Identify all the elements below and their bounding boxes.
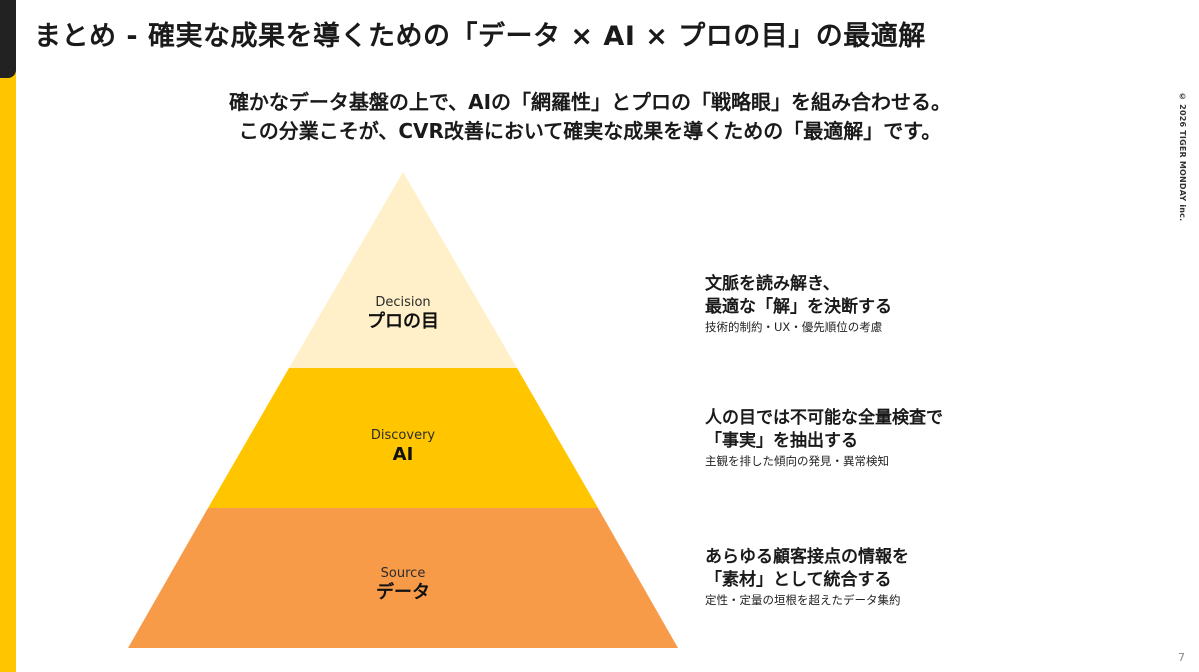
description-main-line: 人の目では不可能な全量検査で	[705, 408, 943, 428]
accent-bar-cap	[0, 0, 16, 78]
tier-jp-label: AI	[392, 444, 414, 465]
description-main-line: 「事実」を抽出する	[705, 431, 858, 451]
tier-label-source: Source データ	[303, 566, 503, 604]
copyright: © 2026 TIGER MONDAY inc.	[1178, 92, 1187, 222]
tier-description-discovery: 人の目では不可能な全量検査で 「事実」を抽出する 主観を排した傾向の発見・異常検…	[705, 407, 943, 469]
slide-title: まとめ - 確実な成果を導くための「データ × AI × プロの目」の最適解	[34, 21, 926, 52]
description-main-line: 最適な「解」を決断する	[705, 297, 892, 317]
tier-en-label: Decision	[375, 295, 431, 310]
page-number: 7	[1178, 651, 1185, 664]
tier-en-label: Discovery	[370, 428, 436, 443]
description-main-line: あらゆる顧客接点の情報を	[705, 547, 909, 567]
tier-description-decision: 文脈を読み解き、 最適な「解」を決断する 技術的制約・UX・優先順位の考慮	[705, 273, 892, 335]
description-main-line: 「素材」として統合する	[705, 570, 892, 590]
lead-line-1: 確かなデータ基盤の上で、AIの「網羅性」とプロの「戦略眼」を組み合わせる。	[228, 90, 952, 114]
tier-description-source: あらゆる顧客接点の情報を 「素材」として統合する 定性・定量の垣根を超えたデータ…	[705, 546, 909, 608]
description-main-line: 文脈を読み解き、	[705, 274, 840, 294]
pyramid-tier-discovery	[208, 368, 598, 508]
description-sub-line: 定性・定量の垣根を超えたデータ集約	[705, 593, 901, 607]
tier-label-discovery: Discovery AI	[303, 428, 503, 466]
pyramid-tier-source	[128, 508, 678, 648]
tier-jp-label: プロの目	[367, 311, 439, 332]
lead-line-2: この分業こそが、CVR改善において確実な成果を導くための「最適解」です。	[238, 119, 942, 143]
tier-en-label: Source	[380, 566, 426, 581]
description-sub-line: 主観を排した傾向の発見・異常検知	[705, 454, 889, 468]
accent-bar	[0, 0, 16, 672]
description-sub-line: 技術的制約・UX・優先順位の考慮	[705, 320, 883, 334]
pyramid-tier-decision	[289, 172, 517, 368]
tier-label-decision: Decision プロの目	[303, 295, 503, 333]
lead-text: 確かなデータ基盤の上で、AIの「網羅性」とプロの「戦略眼」を組み合わせる。 この…	[140, 88, 1040, 146]
pyramid-diagram	[128, 172, 678, 648]
tier-jp-label: データ	[376, 582, 430, 603]
